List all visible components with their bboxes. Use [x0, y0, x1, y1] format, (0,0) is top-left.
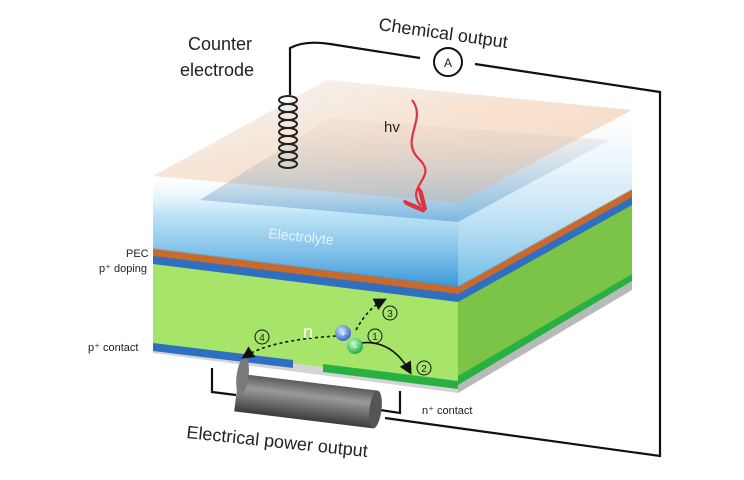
ammeter-label: A	[444, 56, 452, 70]
electron-carrier: -	[347, 338, 363, 354]
counter-electrode-wire	[288, 41, 421, 95]
path-step-4	[241, 335, 337, 359]
chemical-output-wire	[384, 62, 662, 458]
step-label-2: 2	[421, 364, 427, 375]
pec-layer	[153, 248, 458, 294]
step-label-1: 1	[372, 332, 378, 343]
step-marker-4: 4	[254, 329, 270, 345]
n-region-label: n	[303, 322, 313, 342]
power-wire-right	[379, 391, 402, 415]
step-marker-3: 3	[382, 305, 398, 321]
n-contact-stripe-side	[458, 274, 632, 385]
electrolyte-inner-fill	[200, 118, 610, 222]
path-step-3	[355, 298, 387, 331]
external-circuit	[210, 41, 662, 458]
step-marker-2: 2	[416, 360, 432, 376]
pec-layer-right	[458, 189, 632, 294]
counter-electrode-line1: Counter	[188, 34, 252, 54]
p-doping-label: p⁺ doping	[99, 263, 147, 275]
silicon-right-face	[458, 203, 632, 385]
photon-arrow	[412, 99, 426, 206]
base-right-edge	[458, 281, 632, 393]
electron-symbol: -	[353, 339, 357, 353]
cylinder-load-icon	[234, 357, 382, 429]
step-label-4: 4	[259, 333, 265, 344]
counter-electrode-label: Counter electrode	[180, 34, 257, 80]
hole-symbol: +	[340, 328, 346, 340]
counter-electrode-line2: electrode	[180, 60, 254, 80]
p-contact-stripe	[153, 343, 293, 368]
electrolyte-volume	[153, 80, 632, 287]
pec-label: PEC	[126, 248, 149, 260]
p-doping-layer-right	[458, 196, 632, 302]
spring-coil-icon	[278, 95, 298, 169]
step-marker-1: 1	[367, 328, 383, 344]
n-contact-stripe	[323, 364, 458, 389]
photon-label: hv	[384, 119, 400, 136]
power-wire-left	[210, 368, 237, 397]
electrolyte-right-face	[458, 110, 632, 287]
hole-carrier: +	[335, 325, 351, 341]
ammeter-circle-icon: A	[433, 47, 463, 77]
p-doping-layer	[153, 255, 458, 302]
step-label-3: 3	[387, 309, 393, 320]
chemical-output-label: Chemical output	[377, 14, 509, 52]
electrolyte-label: Electrolyte	[268, 225, 335, 248]
electrical-power-output-label: Electrical power output	[186, 422, 369, 461]
n-contact-label: n⁺ contact	[422, 405, 472, 417]
p-contact-label: p⁺ contact	[88, 342, 138, 354]
